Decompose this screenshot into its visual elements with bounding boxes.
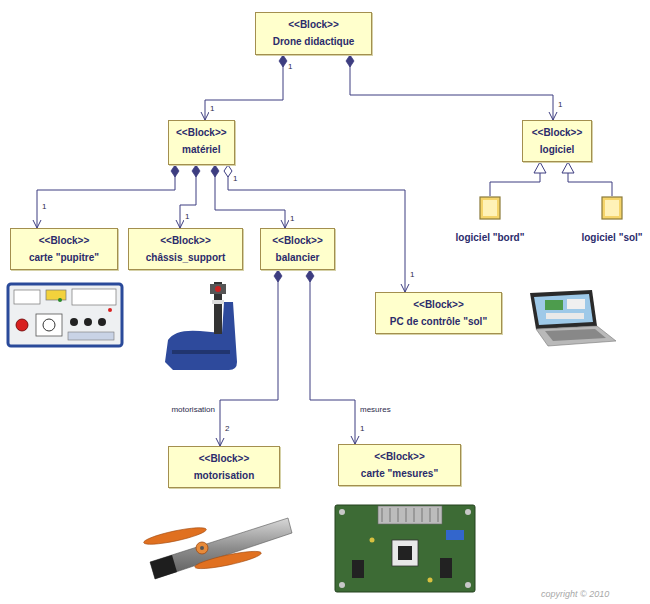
multiplicity: 1 — [209, 104, 215, 114]
stereotype-text: <<Block>> — [288, 18, 339, 31]
stereotype-text: <<Block>> — [413, 298, 464, 311]
block-name: carte "pupitre" — [29, 251, 99, 264]
role-name: motorisation — [170, 405, 216, 415]
composition-link — [350, 55, 553, 120]
laptop-photo — [530, 290, 616, 346]
block-box: <<Block>> Drone didactique — [255, 12, 372, 55]
block-box: <<Block>> matériel — [168, 120, 235, 165]
icon-highlight — [483, 200, 497, 216]
block-name: motorisation — [194, 469, 255, 482]
stereotype-text: <<Block>> — [176, 126, 227, 139]
composition-link — [37, 165, 175, 228]
block-box: <<Block>> châssis_support — [128, 228, 243, 270]
block-name: logiciel "sol" — [579, 232, 644, 243]
block-name: Drone didactique — [273, 35, 355, 48]
block-icon — [601, 196, 623, 220]
block-box: <<Block>> PC de contrôle "sol" — [375, 292, 502, 334]
block-box: <<Block>> logiciel — [522, 120, 592, 162]
generalization-link — [490, 162, 540, 196]
multiplicity: 1 — [232, 174, 238, 184]
generalization-link — [568, 162, 612, 196]
block-name: balancier — [276, 251, 320, 264]
multiplicity: 1 — [41, 202, 47, 212]
block-box: <<Block>> motorisation — [168, 446, 280, 488]
software-block-icon: logiciel "sol" — [579, 196, 644, 243]
motor-propeller-photo — [143, 518, 292, 579]
multiplicity: 1 — [287, 62, 293, 72]
multiplicity: 1 — [289, 214, 295, 224]
block-name: PC de contrôle "sol" — [390, 315, 487, 328]
icon-square — [480, 197, 500, 219]
software-block-icon: logiciel "bord" — [454, 196, 527, 243]
block-box: <<Block>> carte "pupitre" — [10, 228, 118, 270]
measure-board-photo — [335, 505, 475, 592]
block-name: châssis_support — [146, 251, 225, 264]
stereotype-text: <<Block>> — [160, 234, 211, 247]
block-box: <<Block>> balancier — [260, 228, 335, 270]
watermark: copyright © 2010 — [540, 589, 610, 599]
stereotype-text: <<Block>> — [374, 450, 425, 463]
stereotype-text: <<Block>> — [39, 234, 90, 247]
block-icon — [479, 196, 501, 220]
stereotype-text: <<Block>> — [272, 234, 323, 247]
icon-square — [602, 197, 622, 219]
block-name: carte "mesures" — [361, 467, 438, 480]
multiplicity: 1 — [409, 270, 415, 280]
composition-link — [205, 55, 283, 120]
multiplicity: 1 — [359, 424, 365, 434]
composition-link — [215, 165, 285, 228]
composition-link — [310, 270, 355, 444]
chassis-photo — [165, 282, 237, 370]
multiplicity: mesures — [359, 405, 392, 415]
block-box: <<Block>> carte "mesures" — [338, 444, 461, 486]
stereotype-text: <<Block>> — [199, 452, 250, 465]
icon-highlight — [605, 200, 619, 216]
multiplicity: 1 — [557, 100, 563, 110]
block-name: logiciel — [540, 143, 574, 156]
composition-link — [180, 165, 196, 228]
composition-link — [220, 270, 278, 446]
multiplicity: 2 — [224, 424, 230, 434]
stereotype-text: <<Block>> — [532, 126, 583, 139]
block-name: matériel — [182, 143, 220, 156]
block-name: logiciel "bord" — [454, 232, 527, 243]
control-panel-photo — [8, 284, 122, 346]
aggregation-link — [228, 165, 405, 292]
multiplicity: 1 — [184, 212, 190, 222]
